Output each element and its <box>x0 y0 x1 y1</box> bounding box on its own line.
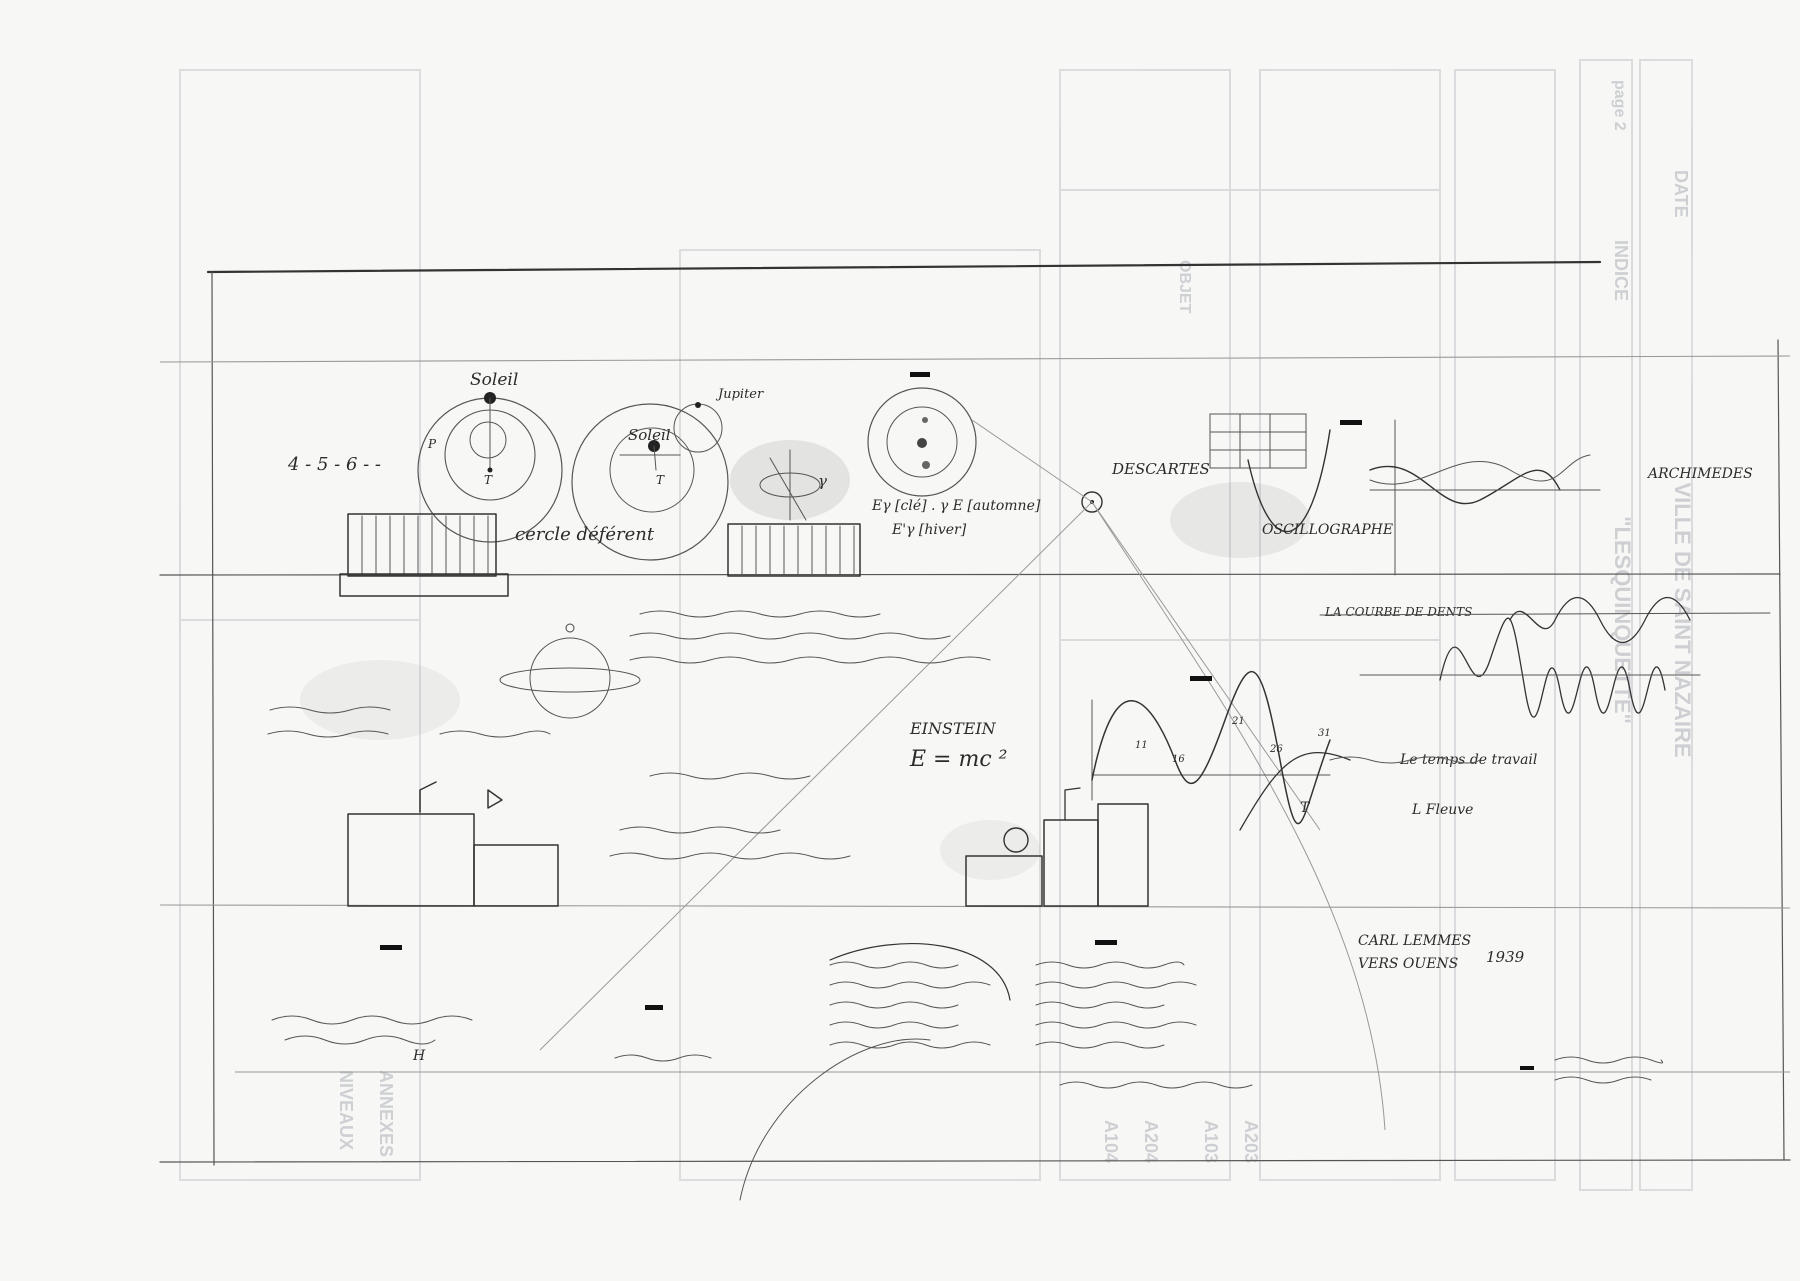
equation-set: Eγ [clé] . γ E [automne] <box>871 498 1041 514</box>
ghost-lesquinquette: "LESQUINQUETTE" <box>1610 516 1635 724</box>
label-sequence: 4 - 5 - 6 - - <box>287 454 381 475</box>
label-jupiter: Jupiter <box>715 387 764 402</box>
label-carl-lemmes: CARL LEMMES <box>1358 933 1471 949</box>
chart-num-31: 31 <box>1318 728 1331 739</box>
wave-chart <box>1091 671 1351 831</box>
label-oscillograph: OSCILLOGRAPHE <box>1262 522 1393 538</box>
ghost-page: page 2 <box>1611 80 1628 131</box>
graphite-smudges <box>300 440 1310 880</box>
label-t-3: T <box>1300 800 1311 816</box>
chart-num-26: 26 <box>1269 744 1283 755</box>
label-t-1: T <box>484 473 493 487</box>
building-blocks-center <box>965 787 1149 907</box>
ghost-annexes: ANNEXES <box>376 1070 396 1157</box>
building-blocks-left <box>347 781 559 907</box>
label-archimedes: ARCHIMEDES <box>1646 466 1753 482</box>
ghost-code-4: A204 <box>1141 1120 1161 1163</box>
label-t-2: T <box>656 473 665 487</box>
ghost-code-3: A104 <box>1101 1120 1121 1163</box>
chart-num-11: 11 <box>1135 740 1148 751</box>
label-h: H <box>412 1048 426 1064</box>
label-einstein: EINSTEIN <box>909 719 997 738</box>
orbit-diagram-1 <box>417 392 563 543</box>
ghost-objet: OBJET <box>1176 260 1193 314</box>
ghost-code-2: A203 <box>1241 1120 1261 1163</box>
label-emc2: E = mc ² <box>909 747 1007 772</box>
label-courbe-de-dents: LA COURBE DE DENTS <box>1324 605 1472 619</box>
chart-num-21: 21 <box>1231 716 1245 727</box>
ghost-indice: INDICE <box>1611 240 1631 301</box>
label-le-temps: Le temps de travail <box>1399 752 1537 768</box>
dash-mark <box>910 372 930 377</box>
handwritten-notes-row3 <box>271 940 1664 1201</box>
ghost-ville: VILLE DE SAINT NAZAIRE <box>1670 482 1695 757</box>
label-year: 1939 <box>1486 948 1525 966</box>
chart-num-16: 16 <box>1172 754 1185 765</box>
label-fleuve: L Fleuve <box>1411 802 1473 818</box>
label-soleil-1: Soleil <box>470 370 518 390</box>
orbit-diagram-3 <box>867 372 977 497</box>
saturn-figure <box>499 623 641 719</box>
label-gamma: γ <box>818 472 827 490</box>
coordinate-table <box>1209 413 1307 469</box>
label-vers-ouens: VERS OUENS <box>1358 956 1458 972</box>
note-scribble-right <box>1329 756 1481 764</box>
striped-box-1 <box>339 513 509 597</box>
tooth-waves <box>1319 596 1771 718</box>
handwritten-notes-row2 <box>267 610 991 860</box>
orbit-diagram-2 <box>571 402 729 561</box>
ghost-date: DATE <box>1671 170 1691 218</box>
label-descartes: DESCARTES <box>1111 460 1210 478</box>
ghost-niveaux: NIVEAUX <box>336 1070 356 1150</box>
label-cercle-deferent: cercle déférent <box>515 524 655 545</box>
gamma-figure <box>759 449 821 521</box>
bleed-through-title-block: VILLE DE SAINT NAZAIRE "LESQUINQUETTE" D… <box>179 59 1695 1191</box>
equation-hiver: E'γ [hiver] <box>891 522 967 538</box>
curve-sketches <box>1247 419 1601 576</box>
label-p-1: P <box>427 437 437 451</box>
ghost-code-1: A103 <box>1201 1120 1221 1163</box>
label-soleil-2: Soleil <box>628 426 671 444</box>
striped-box-2 <box>727 523 861 577</box>
